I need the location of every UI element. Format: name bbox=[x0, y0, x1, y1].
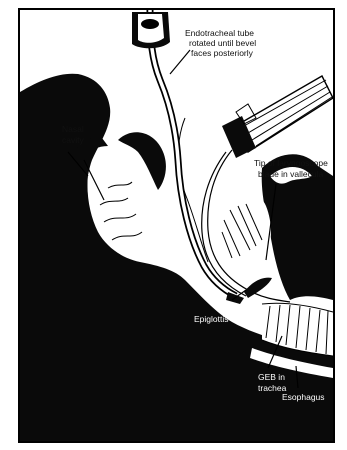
tube-leader bbox=[170, 50, 190, 74]
nasal-cavity-label: Nasal cavity bbox=[62, 124, 86, 145]
esophagus-label: Esophagus bbox=[282, 392, 325, 402]
laryngoscope-handle bbox=[222, 76, 333, 158]
epiglottis-label: Epiglottis bbox=[194, 314, 229, 324]
geb-label: GEB in trachea bbox=[258, 372, 287, 393]
tube-label: Endotracheal tube rotated until bevel fa… bbox=[185, 28, 258, 58]
laryngoscope-tip-label: Tip of laryngoscope blade in vallecula bbox=[254, 158, 330, 179]
tongue bbox=[214, 188, 271, 265]
